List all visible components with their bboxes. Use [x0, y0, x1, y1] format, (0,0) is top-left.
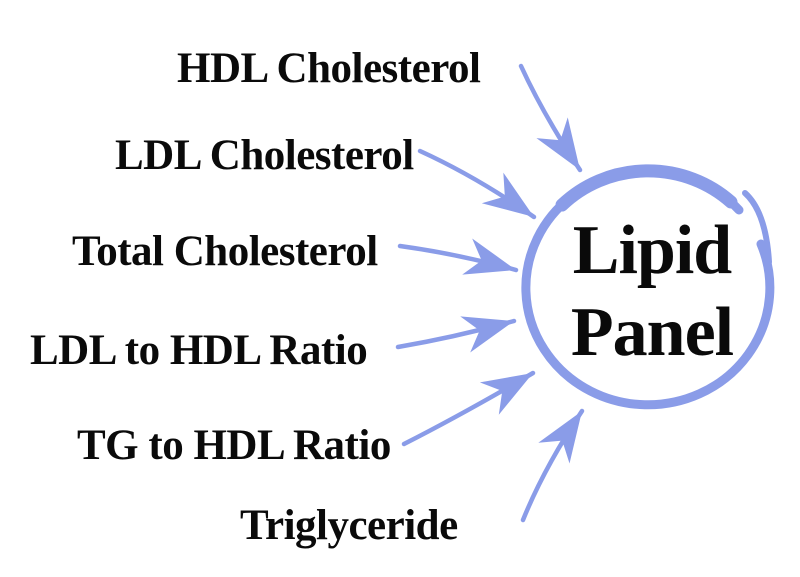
label-ldl-to-hdl-ratio: LDL to HDL Ratio: [30, 327, 368, 374]
panel-circle-thick-top: [555, 164, 738, 212]
label-total-cholesterol: Total Cholesterol: [72, 228, 378, 275]
label-tg-to-hdl-ratio: TG to HDL Ratio: [77, 422, 391, 469]
arrow-hdl-cholesterol: [518, 63, 583, 173]
label-hdl-cholesterol: HDL Cholesterol: [177, 45, 481, 92]
arrow-total-cholesterol: [397, 238, 519, 275]
arrow-triglyceride: [520, 408, 585, 523]
label-triglyceride: Triglyceride: [240, 502, 458, 549]
arrow-ldl-cholesterol: [417, 148, 537, 220]
panel-circle-stroke-tail: [742, 190, 772, 265]
label-ldl-cholesterol: LDL Cholesterol: [115, 132, 414, 179]
arrow-ldl-to-hdl-ratio: [395, 316, 517, 353]
arrow-tg-to-hdl-ratio: [401, 370, 536, 447]
center-title-lipid-panel: Lipid Panel: [570, 212, 734, 371]
